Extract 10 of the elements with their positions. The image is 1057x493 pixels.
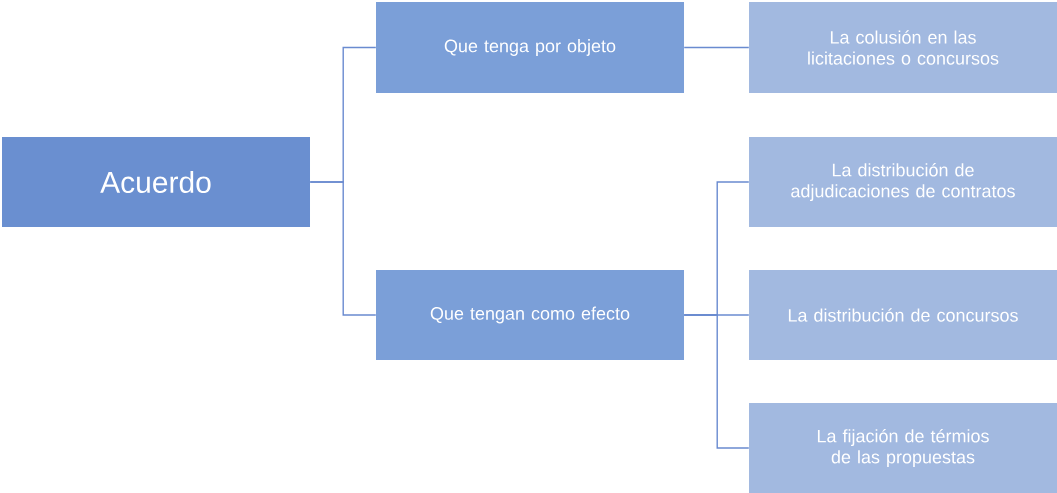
process-box: La fijación de térmios de las propuestas xyxy=(749,403,1057,493)
process-box: La distribución de concursos xyxy=(749,270,1057,360)
connector-line xyxy=(309,181,377,316)
process-box: La distribución de adjudicaciones de contratos xyxy=(749,137,1057,227)
connector-line xyxy=(683,46,750,49)
process-box: Que tengan como efecto xyxy=(376,270,684,360)
process-box: Acuerdo xyxy=(2,137,310,227)
connector-line xyxy=(683,314,750,449)
process-box: Que tenga por objeto xyxy=(376,2,684,93)
process-box: La colusión en las licitaciones o concursos xyxy=(749,2,1057,93)
